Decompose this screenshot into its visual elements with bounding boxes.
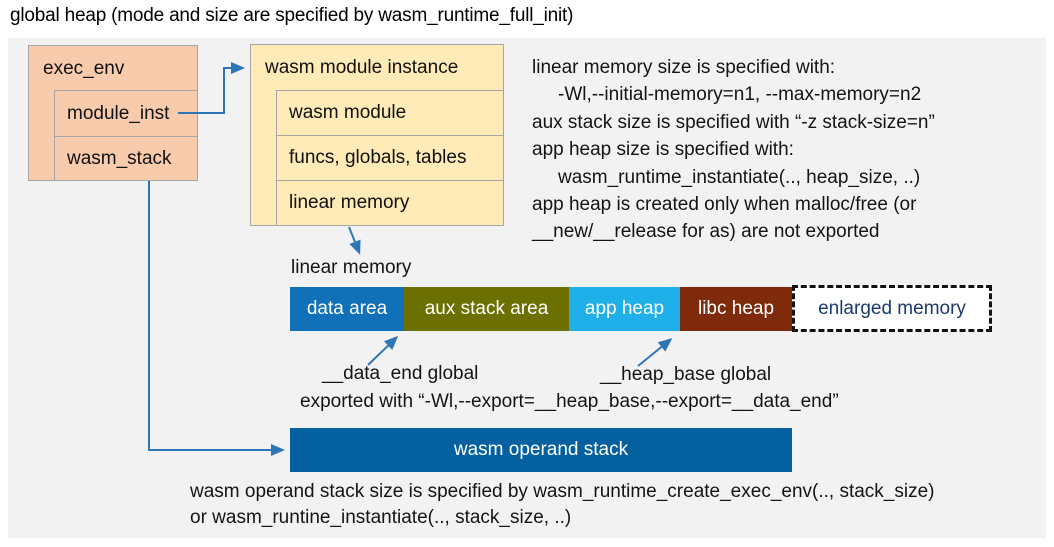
note-line: or wasm_runtine_instantiate(.., stack_si… [190,507,572,528]
exec-env-title: exec_env [43,58,125,79]
operand-stack-notes: wasm operand stack size is specified by … [190,479,935,531]
module-instance-title: wasm module instance [265,57,459,78]
exec-env-row-module-inst: module_inst [54,90,198,137]
linear-memory-bar: data area aux stack area app heap libc h… [290,287,792,331]
note-line: wasm operand stack size is specified by … [190,481,935,502]
linear-memory-label: linear memory [291,257,412,278]
segment-app-heap: app heap [569,287,680,331]
note-line: app heap size is specified with: [532,139,794,161]
memory-size-notes: linear memory size is specified with: -W… [532,54,935,246]
note-line: -Wl,--initial-memory=n1, --max-memory=n2 [558,84,922,106]
segment-libc-heap: libc heap [680,287,792,331]
module-instance-row-funcs-globals-tables: funcs, globals, tables [276,135,504,181]
note-line: app heap is created only when malloc/fre… [532,194,917,216]
data-end-global-label: __data_end global [322,363,479,384]
module-instance-row-linear-memory: linear memory [276,180,504,226]
heap-base-global-label: __heap_base global [600,364,772,385]
segment-data-area: data area [290,287,404,331]
note-line: aux stack size is specified with “-z sta… [532,111,935,133]
segment-aux-stack-area: aux stack area [404,287,569,331]
note-line: wasm_runtime_instantiate(.., heap_size, … [558,166,921,188]
wasm-operand-stack-bar: wasm operand stack [290,428,792,472]
module-instance-row-wasm-module: wasm module [276,90,504,136]
module-instance-box: wasm module instance wasm module funcs, … [250,44,504,226]
note-line: __new/__release for as) are not exported [532,221,880,243]
export-note-label: exported with “-Wl,--export=__heap_base,… [300,391,839,412]
segment-enlarged-memory: enlarged memory [792,285,992,332]
diagram-title: global heap (mode and size are specified… [10,5,574,26]
exec-env-row-wasm-stack: wasm_stack [54,136,198,181]
note-line: linear memory size is specified with: [532,57,836,78]
exec-env-box: exec_env module_inst wasm_stack [28,45,198,181]
